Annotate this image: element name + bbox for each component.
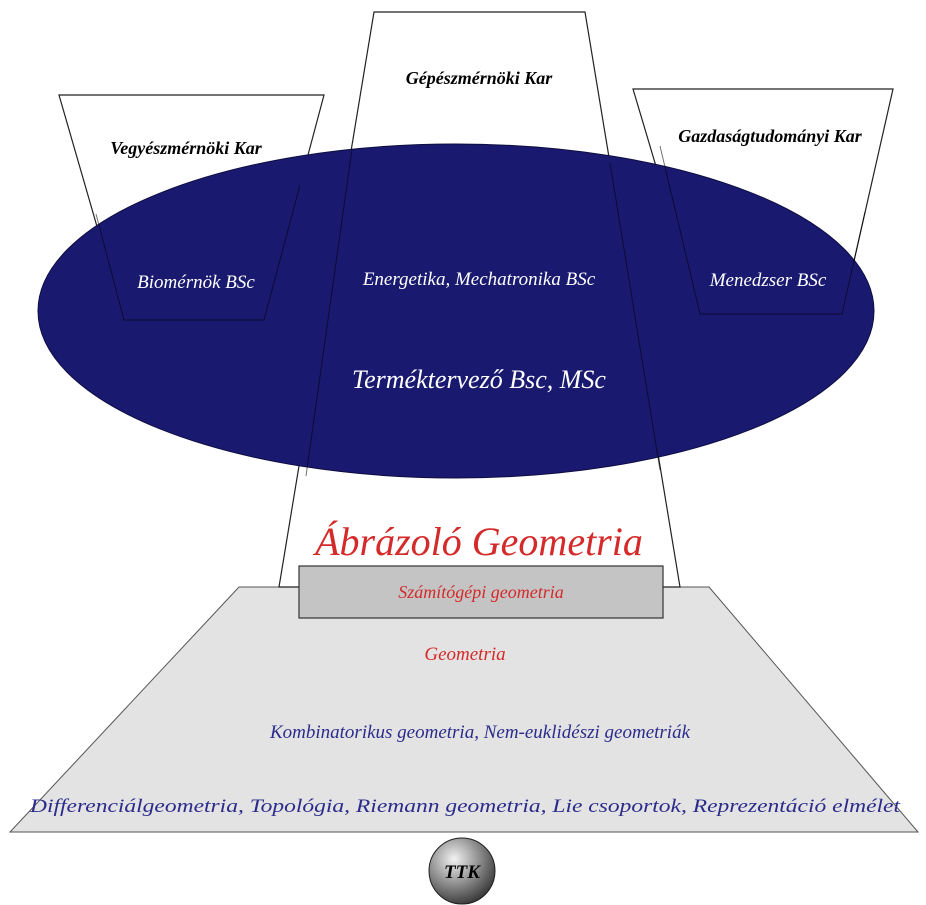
advanced-topics-label: Differenciálgeometria, Topológia, Rieman… <box>29 796 901 817</box>
column-right-inner-line <box>609 162 661 471</box>
economics-faculty-label: Gazdaságtudományi Kar <box>678 126 863 146</box>
economics-funnel-inner-outline <box>659 145 866 315</box>
geometry-label: Geometria <box>424 644 505 665</box>
computer-geometry-box <box>298 565 664 619</box>
ttk-label: TTK <box>444 862 481 883</box>
manager-program-label: Menedzser BSc <box>709 270 827 291</box>
main-subject-title: Ábrázoló Geometria <box>312 519 643 564</box>
chemical-faculty-label: Vegyészmérnöki Kar <box>110 138 263 158</box>
programs-ellipse <box>37 143 875 479</box>
ttk-sphere <box>428 837 496 905</box>
energy-program-label: Energetika, Mechatronika BSc <box>362 269 596 290</box>
product-design-program-label: Terméktervező Bsc, MSc <box>352 365 606 394</box>
column-left-inner-line <box>305 148 353 477</box>
bio-program-label: Biomérnök BSc <box>137 272 255 293</box>
combinatorics-label: Kombinatorikus geometria, Nem-euklidészi… <box>269 722 691 743</box>
chemical-funnel-inner-outline <box>95 184 301 321</box>
mechanical-faculty-label: Gépészmérnöki Kar <box>406 68 554 88</box>
computer-geometry-label: Számítógépi geometria <box>398 582 563 602</box>
